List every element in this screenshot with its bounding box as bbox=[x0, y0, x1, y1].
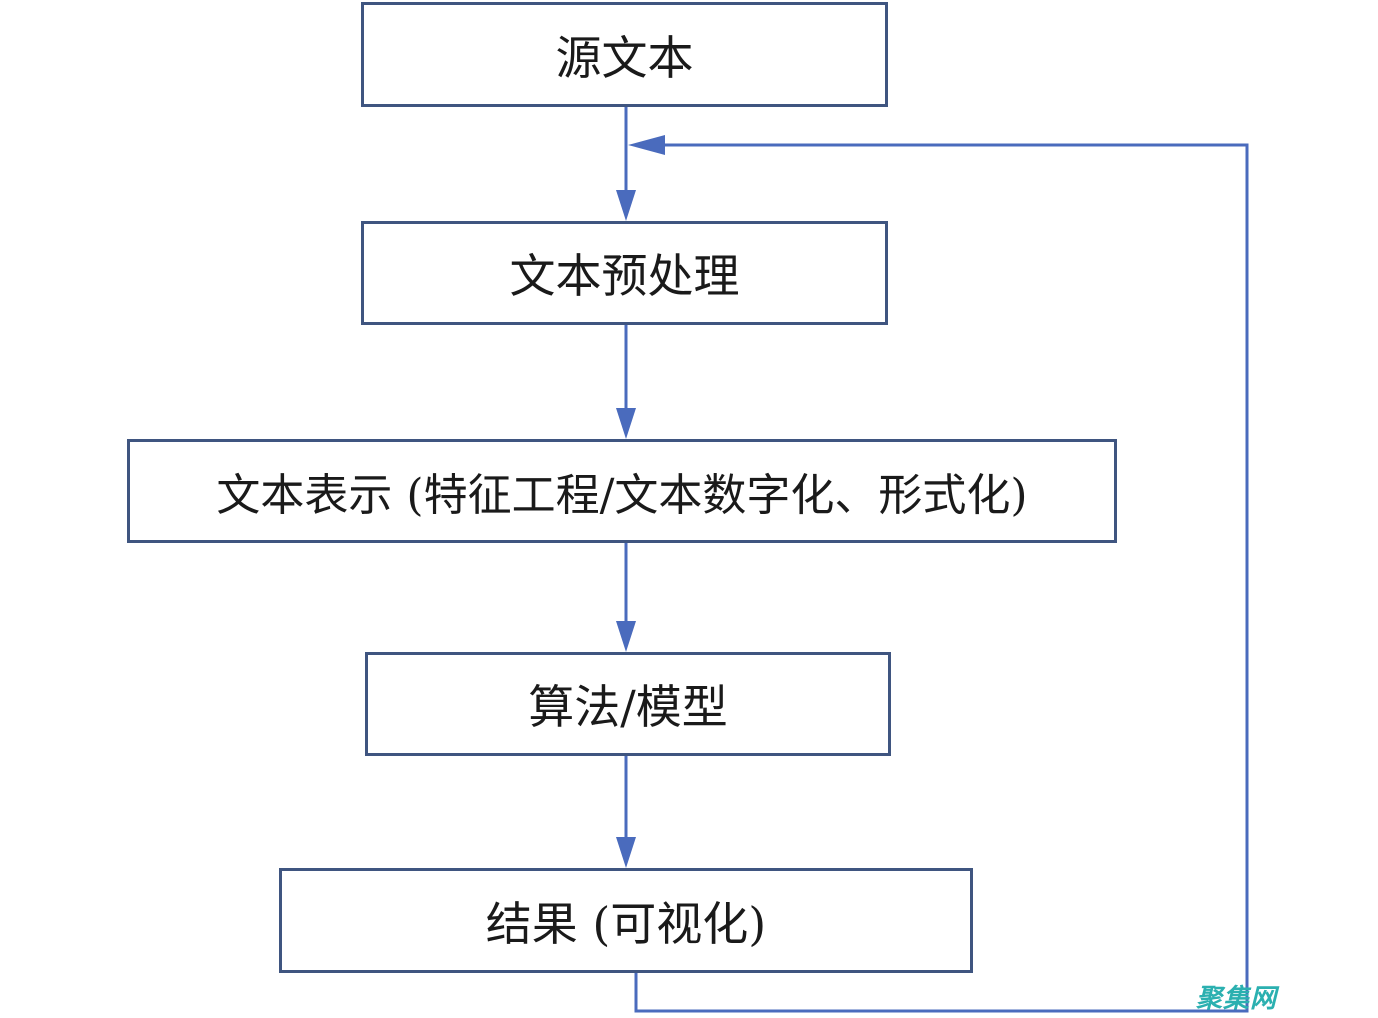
node-text-preprocessing: 文本预处理 bbox=[361, 221, 888, 325]
node-text-representation: 文本表示 (特征工程/文本数字化、形式化) bbox=[127, 439, 1117, 543]
node-text-representation-label: 文本表示 (特征工程/文本数字化、形式化) bbox=[216, 470, 1028, 521]
node-text-preprocessing-label: 文本预处理 bbox=[509, 249, 740, 303]
arrowhead-result bbox=[616, 837, 636, 868]
node-source-text: 源文本 bbox=[361, 2, 888, 107]
node-result: 结果 (可视化) bbox=[279, 868, 973, 973]
node-algorithm-model: 算法/模型 bbox=[365, 652, 891, 756]
feedback-loop-line bbox=[634, 143, 1249, 1013]
arrowhead-feedback bbox=[628, 135, 665, 155]
node-source-text-label: 源文本 bbox=[555, 30, 694, 85]
node-result-label: 结果 (可视化) bbox=[485, 896, 767, 951]
arrowhead-preprocessing bbox=[616, 190, 636, 221]
node-algorithm-model-label: 算法/模型 bbox=[528, 680, 728, 734]
arrowhead-model bbox=[616, 621, 636, 652]
arrowhead-representation bbox=[616, 408, 636, 439]
watermark-logo: 聚集网 bbox=[1196, 984, 1278, 1014]
